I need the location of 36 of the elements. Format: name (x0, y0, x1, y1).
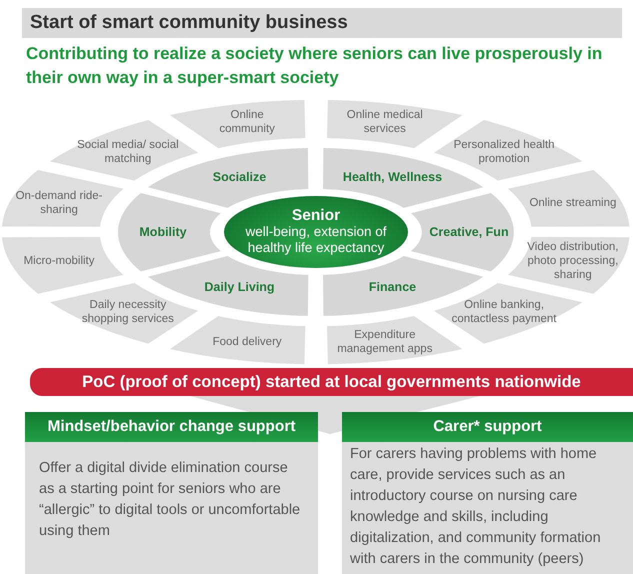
service-label: Expenditure management apps (336, 328, 434, 356)
category-label: Mobility (138, 224, 188, 239)
card-heading: Carer* support (342, 412, 633, 442)
service-label: Video distribution, photo processing, sharing (526, 240, 620, 282)
category-label: Finance (368, 280, 418, 294)
card-text: Offer a digital divide elimination course as a starting point for seniors who are “allergic” to digital tools or uncomfortable using them (38, 459, 302, 541)
ring-segment (50, 283, 198, 344)
service-label: Personalized health promotion (452, 138, 556, 166)
service-label: Micro-mobility (22, 254, 96, 268)
service-label: Online banking, contactless payment (450, 298, 558, 326)
service-label: Daily necessity shopping services (80, 298, 175, 326)
ring-segment (50, 120, 198, 181)
service-label: Social media/ social matching (76, 138, 180, 166)
card-text: For carers having problems with home care, provide services such as an introductory course on nursing care knowledge and skills, including digitalization, and community formation with carers in the community (peers) (349, 445, 602, 569)
ring-segment (411, 192, 514, 272)
ring-segment (434, 283, 582, 344)
service-label: Online streaming (528, 196, 618, 210)
ring-segment (2, 236, 124, 294)
banner: PoC (proof of concept) started at local governments nationwide (30, 368, 633, 396)
card-heading: Mindset/behavior change support (25, 412, 318, 442)
center-heading: Senior (290, 208, 342, 224)
ring-segment (118, 192, 221, 272)
ring-segment (2, 170, 124, 228)
category-label: Health, Wellness (342, 170, 444, 184)
category-label: Socialize (212, 170, 268, 184)
service-label: Online medical services (346, 108, 424, 136)
subtitle: Contributing to realize a society where seniors can live prosperously in their own way in a super-smart society (26, 43, 604, 89)
service-label: Food delivery (212, 334, 283, 349)
service-label: Online community (218, 108, 276, 136)
ring-segment (508, 236, 630, 294)
page-title: Start of smart community business (22, 8, 622, 38)
ring-segment (508, 170, 630, 228)
center-text: well-being, extension of healthy life expectancy (244, 224, 388, 256)
category-label: Daily Living (203, 280, 276, 294)
category-label: Creative, Fun (428, 224, 509, 239)
service-label: On-demand ride-sharing (14, 188, 104, 217)
